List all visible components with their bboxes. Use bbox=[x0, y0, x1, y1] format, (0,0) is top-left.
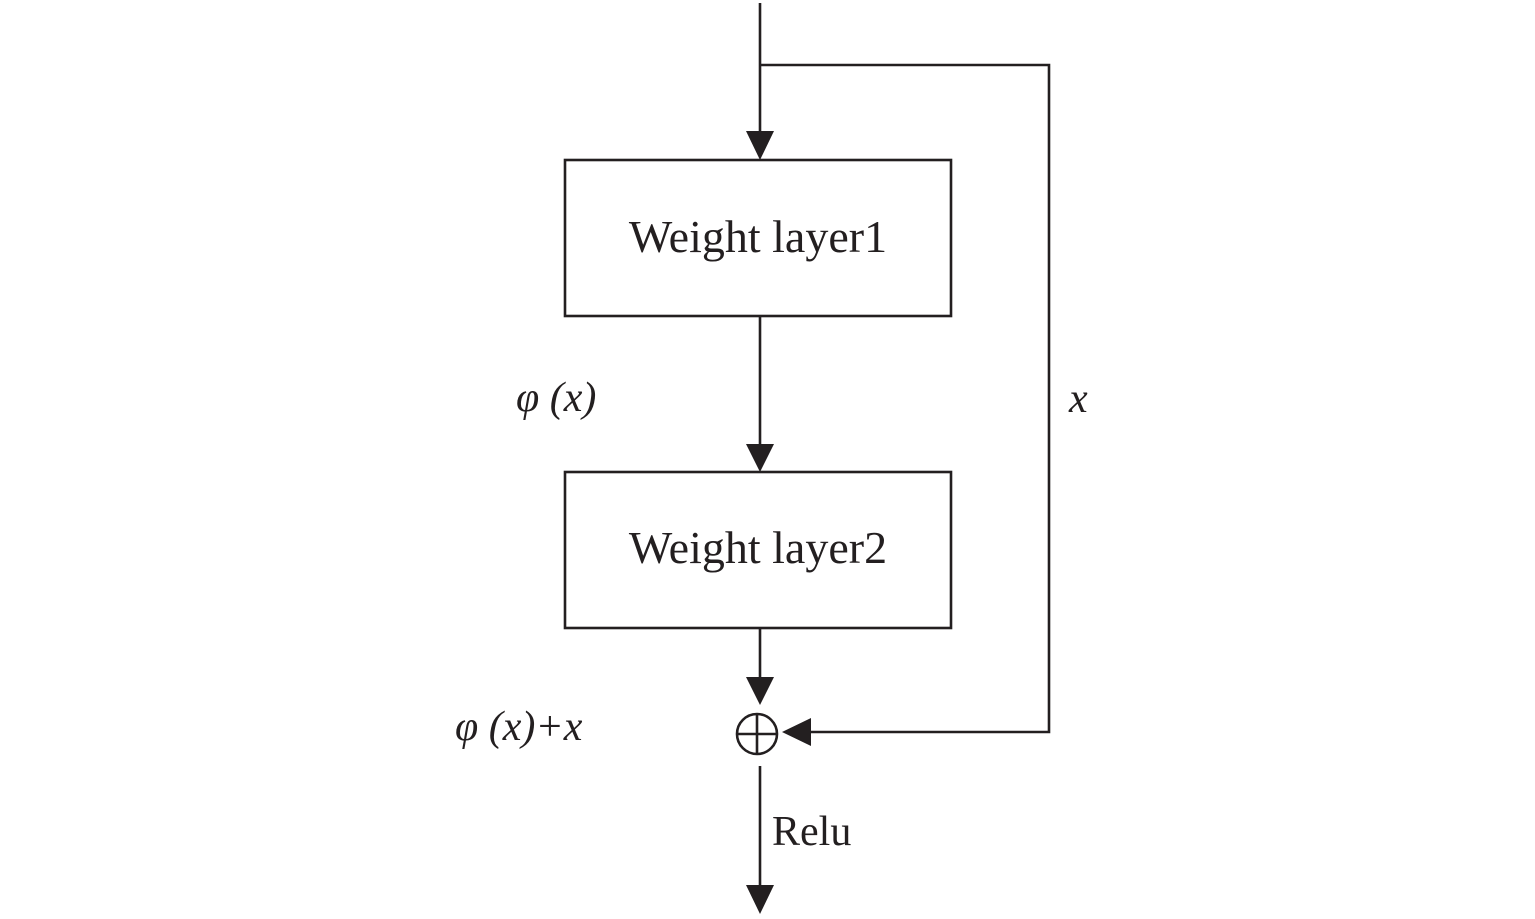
sum-label: φ (x)+x bbox=[455, 704, 583, 750]
output-arrowhead bbox=[746, 885, 774, 914]
weight-layer-2-label: Weight layer2 bbox=[629, 522, 887, 573]
weight-layer-1-box bbox=[563, 158, 953, 318]
weight-layer-2-box bbox=[563, 470, 953, 630]
skip-arrowhead bbox=[782, 718, 811, 746]
weight-layer-2-block: Weight layer2 bbox=[563, 470, 953, 630]
block2-to-adder-arrowhead bbox=[746, 677, 774, 705]
phi-x-label: φ (x) bbox=[516, 375, 596, 421]
skip-connection-line bbox=[760, 63, 1051, 734]
adder-icon bbox=[735, 712, 779, 756]
block1-to-block2-arrowhead bbox=[746, 444, 774, 472]
input-arrowhead bbox=[746, 131, 774, 160]
weight-layer-1-block: Weight layer1 bbox=[563, 158, 953, 318]
weight-layer-1-label: Weight layer1 bbox=[629, 211, 887, 262]
relu-label: Relu bbox=[772, 809, 851, 855]
skip-x-label: x bbox=[1068, 376, 1088, 422]
